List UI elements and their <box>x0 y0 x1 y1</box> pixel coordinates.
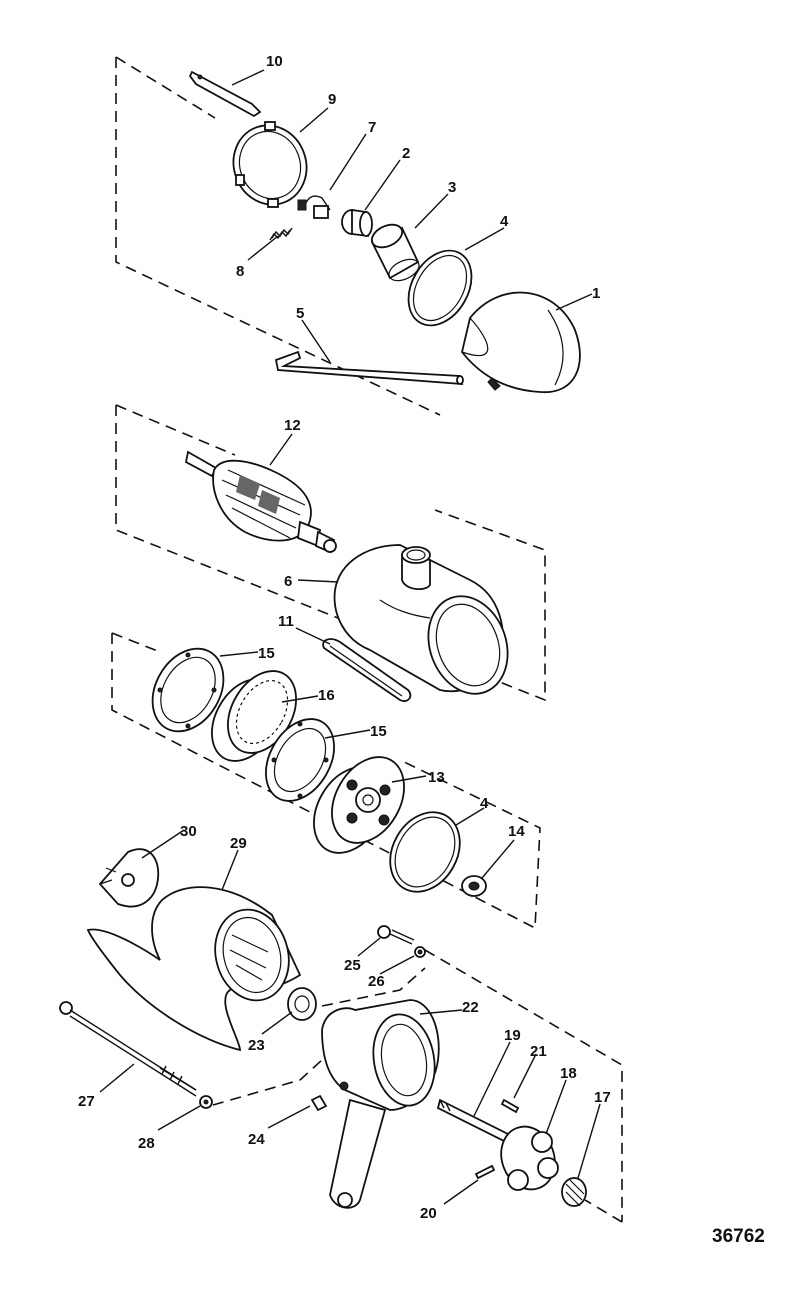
through-bolt-part <box>59 1001 197 1097</box>
callout-3: 3 <box>448 179 456 196</box>
callout-7: 7 <box>368 119 376 136</box>
armature-part <box>184 450 337 554</box>
planet-carrier-part <box>500 1125 559 1191</box>
leader-lines <box>99 69 601 1205</box>
callout-22: 22 <box>462 999 479 1016</box>
seal-lower-part <box>287 987 317 1021</box>
callout-29: 29 <box>230 835 247 852</box>
callout-labels: 10 9 7 2 3 4 1 8 5 12 6 11 15 16 15 13 4… <box>78 53 611 1222</box>
rod-part <box>274 350 464 385</box>
callout-9: 9 <box>328 91 336 108</box>
callout-14: 14 <box>508 823 525 840</box>
callout-15-a: 15 <box>258 645 275 662</box>
o-ring-mid-part <box>389 811 461 893</box>
callout-19: 19 <box>504 1027 521 1044</box>
retaining-ring-part <box>232 121 308 208</box>
callout-30: 30 <box>180 823 197 840</box>
lower-housing-part <box>321 999 440 1209</box>
callout-2: 2 <box>402 145 410 162</box>
callout-15-b: 15 <box>370 723 387 740</box>
propeller-part <box>86 886 302 1052</box>
figure-number: 36762 <box>712 1226 765 1247</box>
thrust-washer-1-part <box>151 647 225 733</box>
thrust-washer-2-part <box>265 718 335 802</box>
strap-part <box>188 70 262 118</box>
end-bell-part <box>313 756 405 854</box>
nose-cone-part <box>461 291 581 393</box>
magnet-ring-part <box>211 670 297 762</box>
set-screw-part <box>310 1094 328 1112</box>
callout-16: 16 <box>318 687 335 704</box>
callout-26: 26 <box>368 973 385 990</box>
group-outlines <box>111 56 623 1223</box>
pin-part <box>500 1098 520 1114</box>
callout-4-top: 4 <box>500 213 509 230</box>
callout-5: 5 <box>296 305 304 322</box>
callout-10: 10 <box>266 53 283 70</box>
seal-part <box>461 875 487 897</box>
callout-21: 21 <box>530 1043 547 1060</box>
callout-28: 28 <box>138 1135 155 1152</box>
sleeve-part <box>370 223 420 282</box>
callout-27: 27 <box>78 1093 95 1110</box>
callout-1: 1 <box>592 285 600 302</box>
washer-part <box>414 946 426 958</box>
washer-bolt-part <box>199 1095 213 1109</box>
sun-gear-part <box>561 1177 587 1207</box>
parts <box>59 70 587 1209</box>
bushing-part <box>341 208 373 238</box>
callout-12: 12 <box>284 417 301 434</box>
callout-23: 23 <box>248 1037 265 1054</box>
callout-4-mid: 4 <box>480 795 489 812</box>
callout-13: 13 <box>428 769 445 786</box>
callout-18: 18 <box>560 1065 577 1082</box>
callout-24: 24 <box>248 1131 265 1148</box>
motor-housing-part <box>333 544 509 695</box>
callout-11: 11 <box>278 613 294 630</box>
callout-8: 8 <box>236 263 244 280</box>
callout-25: 25 <box>344 957 361 974</box>
callout-6: 6 <box>284 573 292 590</box>
washer-plate-part <box>98 848 160 908</box>
callout-20: 20 <box>420 1205 437 1222</box>
spring-part <box>269 227 293 241</box>
callout-17: 17 <box>594 1089 611 1106</box>
screw-part <box>377 925 415 945</box>
brush-lead-part <box>297 195 331 219</box>
o-ring-top-part <box>407 249 473 327</box>
drive-pin-part <box>474 1164 496 1180</box>
